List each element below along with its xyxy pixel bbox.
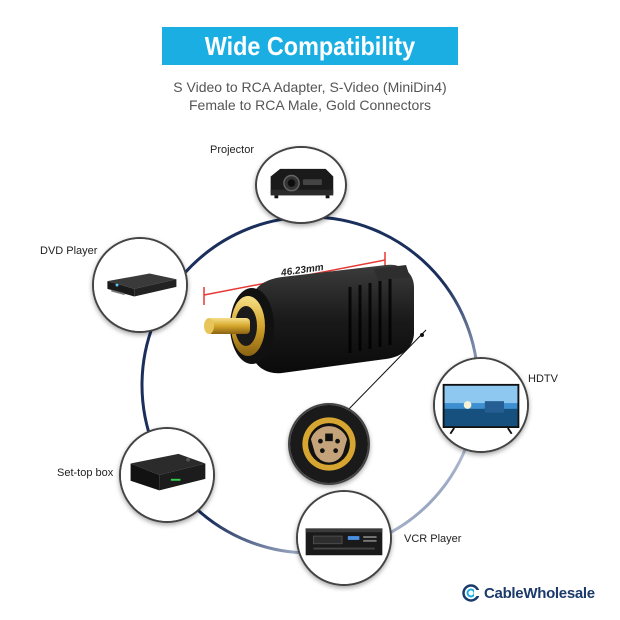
dvd-player-label: DVD Player xyxy=(40,245,98,257)
hdtv-label: HDTV xyxy=(528,373,558,385)
vcr-player-icon xyxy=(298,492,390,584)
set-top-box-label: Set-top box xyxy=(57,467,114,479)
adapter-illustration xyxy=(203,252,424,374)
set-top-box-circle xyxy=(119,427,215,523)
cablewholesale-logo-icon xyxy=(462,584,480,602)
svideo-connector-icon xyxy=(290,405,368,483)
subtitle-line-1: S Video to RCA Adapter, S-Video (MiniDin… xyxy=(173,79,447,95)
subtitle: S Video to RCA Adapter, S-Video (MiniDin… xyxy=(0,78,620,114)
brand-name: CableWholesale xyxy=(484,584,595,602)
dvd-player-icon xyxy=(94,239,186,331)
projector-circle xyxy=(255,146,347,224)
brand-logo: CableWholesale xyxy=(462,584,595,602)
hdtv-icon xyxy=(435,359,527,451)
projector-label: Projector xyxy=(210,144,255,156)
svideo-connector-circle xyxy=(288,403,370,485)
hdtv-circle xyxy=(433,357,529,453)
dvd-player-circle xyxy=(92,237,188,333)
projector-icon xyxy=(257,148,345,222)
vcr-player-label: VCR Player xyxy=(404,533,462,545)
vcr-player-circle xyxy=(296,490,392,586)
subtitle-line-2: Female to RCA Male, Gold Connectors xyxy=(189,97,431,113)
title-text: Wide Compatibility xyxy=(204,30,416,61)
title-banner: Wide Compatibility xyxy=(162,27,458,65)
set-top-box-icon xyxy=(121,429,213,521)
